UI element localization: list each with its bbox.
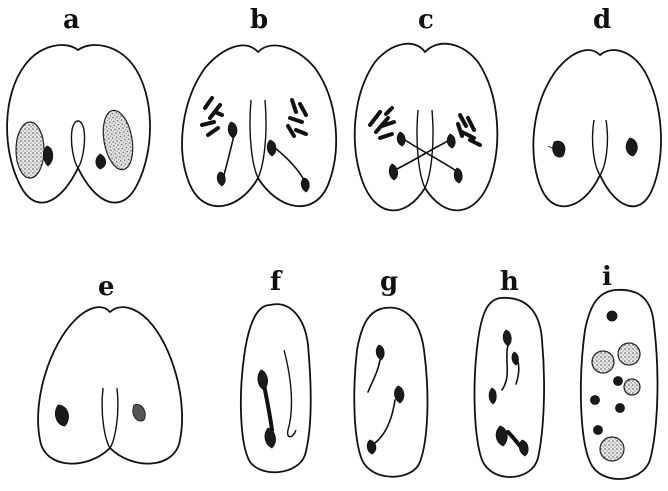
panel-label-c: c [418,5,434,35]
cell-outline-e [38,307,182,463]
nucleus-2-g [394,386,403,403]
nucleolus-2-i [614,377,623,386]
spindle-tail-1-g [368,360,380,392]
chromosomes-left-c [370,108,394,138]
spindle-tail-2-h [516,362,519,384]
nucleus-right-e [133,404,145,421]
nucleus-upper-f [258,370,268,390]
panel-i: i [581,262,658,479]
daughter-nucleus-2-i [618,343,640,365]
panel-e: e [38,272,182,464]
chromosomes-right-c [458,115,480,145]
panel-label-e: e [98,272,115,302]
nucleus-2-h [512,352,519,365]
panel-h: h [475,267,545,477]
chromosomes-left-b [202,98,222,135]
nucleus-left-e [55,405,68,426]
panel-label-b: b [250,5,268,35]
panel-label-i: i [602,262,612,292]
panel-label-h: h [500,267,519,297]
nucleolus-5-i [594,426,603,435]
nucleus-upper-right-b [267,140,276,156]
nucleus-left-a [43,146,52,166]
panel-label-f: f [270,267,283,297]
panel-label-d: d [593,5,611,35]
nucleus-lower-left-b [217,172,225,186]
panel-label-g: g [380,267,398,297]
daughter-nucleus-3-i [624,379,640,395]
panel-label-a: a [63,5,80,35]
nucleus-upper-right-c [447,134,455,148]
nucleolus-3-i [591,396,600,405]
nucleus-lower-left-c [389,164,397,180]
nucleus-4-h [496,426,507,446]
chromosomes-right-b [288,100,306,136]
nucleus-left-d [548,141,565,157]
panel-a: a [7,5,150,203]
nucleus-upper-left-c [397,132,405,146]
nucleolus-1-i [607,311,617,321]
panel-b: b [182,5,336,206]
nucleolus-4-i [616,404,625,413]
panel-f: f [241,267,311,472]
spindle-tail-1-h [502,345,508,390]
nucleus-right-a [96,154,106,169]
nucleus-lower-right-c [454,168,462,183]
nucleus-5-h [519,440,528,456]
daughter-nucleus-4-i [600,437,624,461]
nucleus-3-g [367,440,376,454]
division-furrow-b [250,100,266,178]
nucleus-3-h [489,388,496,404]
division-furrow-e [102,388,118,448]
nucleus-lower-f [265,428,276,448]
panel-g: g [354,267,427,477]
nucleus-1-g [376,345,384,360]
nucleus-lower-right-b [301,178,309,192]
spindle-tail-right-b [275,148,305,182]
spindle-tail-2-g [375,400,395,443]
panel-c: c [355,5,498,210]
division-furrow-d [593,120,608,175]
cell-outline-d [533,50,661,206]
chromatin-mass-left-a [16,122,44,178]
nucleus-1-h [503,330,511,346]
nucleus-upper-left-b [228,122,237,138]
chromosome-thread-f [264,385,272,430]
daughter-nucleus-1-i [592,351,614,373]
division-furrow-f [284,350,296,437]
nucleus-right-d [626,138,637,156]
division-furrow-a [71,121,84,168]
panel-d: d [533,5,661,206]
cell-outline-h [475,298,545,477]
cell-outline-g [354,308,427,477]
cell-outline-f [241,304,311,472]
